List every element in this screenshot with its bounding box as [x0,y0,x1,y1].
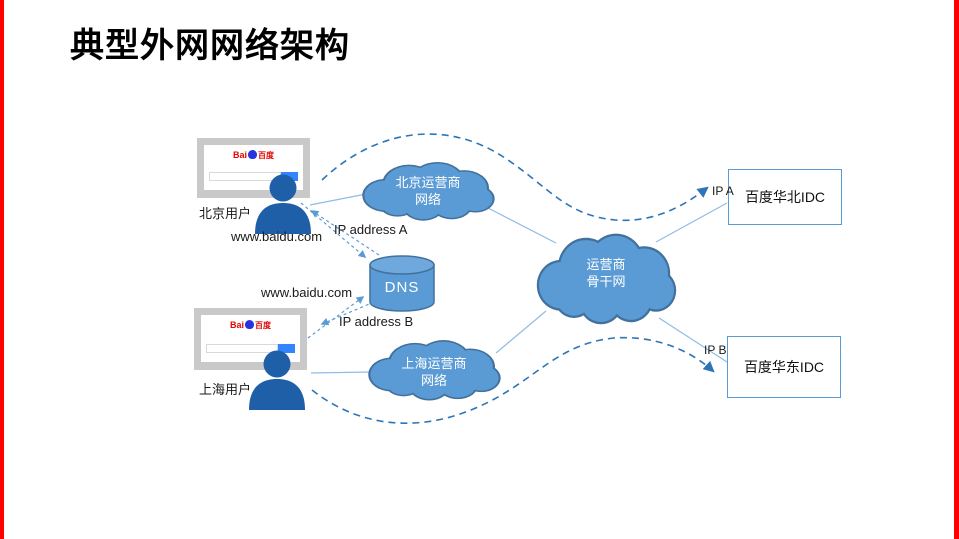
person-head [269,174,297,202]
route-shanghai-user-to-idc-east [311,336,715,424]
shanghai-user-icon [249,350,305,410]
shanghai-cloud-label-line1: 上海运营商 [401,356,467,371]
link-backbone-to-idc-north [655,202,728,243]
backbone-cloud-label-line2: 骨干网 [586,274,626,289]
arrow-dns-answer-to-beijing [310,210,380,256]
beijing-cloud-label-line1: 北京运营商 [395,175,461,190]
idc-north-label: 百度华北IDC [744,189,826,205]
link-beijing-user-to-beijing-cloud [309,193,367,206]
left-red-edge-bar [0,0,4,539]
beijing-cloud-label-line2: 网络 [414,192,441,207]
dns-lookup-arrows [300,202,380,339]
baidu-logo-latin: Bai [229,320,244,330]
beijing-cloud-label: 北京运营商 网络 [368,174,488,208]
idc-east-box: 百度华东IDC [727,336,841,398]
beijing-query-label: www.baidu.com [231,229,323,244]
beijing-user-icon [255,174,311,234]
slide-title: 典型外网网络架构 [70,27,350,65]
baidu-logo-latin: Bai [232,150,247,160]
baidu-logo-cn: 百度 [258,151,274,160]
baidu-logo-cn: 百度 [255,321,271,330]
beijing-answer-label: IP address A [334,222,408,237]
dns-cylinder-top [369,255,435,275]
person-head [263,350,291,378]
right-red-edge-bar [954,0,959,539]
baidu-paw-icon [248,150,257,159]
idc-east-label: 百度华东IDC [743,359,825,375]
idc-north-box: 百度华北IDC [728,169,842,225]
shanghai-cloud-label: 上海运营商 网络 [374,355,494,389]
link-shanghai-user-to-shanghai-cloud [310,371,372,374]
beijing-user-label: 北京用户 [199,206,252,221]
person-body [255,203,311,234]
backbone-cloud-label-line1: 运营商 [586,257,626,272]
baidu-homepage: Bai 百度 [201,315,300,362]
shanghai-query-label: www.baidu.com [261,285,353,300]
solid-links [309,193,728,374]
dns-cylinder-body [369,264,435,312]
baidu-logo: Bai 百度 [201,318,300,331]
search-button [278,344,295,353]
route-beijing-user-to-idc-north [321,133,709,222]
link-backbone-to-idc-east [658,317,728,363]
baidu-paw-icon [245,320,254,329]
shanghai-answer-label: IP address B [339,314,414,329]
baidu-logo: Bai 百度 [204,148,303,161]
link-beijing-cloud-to-backbone [487,207,557,244]
person-body [249,379,305,410]
search-input [206,344,278,353]
shanghai-user-label: 上海用户 [199,382,252,397]
link-shanghai-cloud-to-backbone [495,310,547,354]
ip-b-label: IP B [704,343,727,357]
dns-label: DNS [384,279,420,296]
backbone-cloud-label: 运营商 骨干网 [546,256,666,290]
search-bar [206,344,295,353]
shanghai-cloud-label-line2: 网络 [420,373,447,388]
ip-a-label: IP A [712,184,734,198]
dns-cylinder [369,255,435,312]
routed-paths [311,133,715,424]
